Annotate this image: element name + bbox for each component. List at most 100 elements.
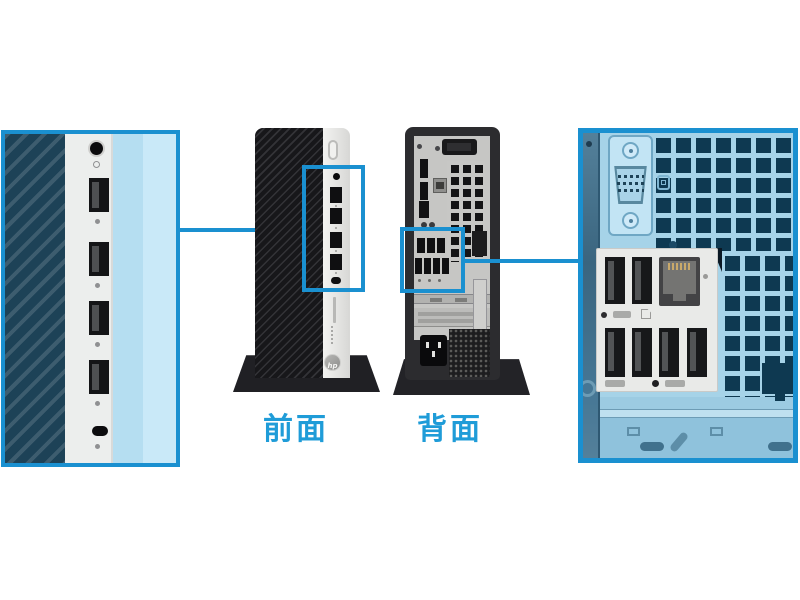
slot-vent (418, 319, 486, 323)
usb-icon (95, 342, 100, 347)
rear-usb-a-port-2 (632, 257, 652, 304)
rear-usb-a-port-5 (659, 328, 679, 377)
slot-vent (430, 298, 442, 302)
headset-jack-port (90, 142, 103, 155)
front-callout-leader-line (180, 228, 302, 232)
ethernet-contacts (668, 263, 691, 270)
rear-usb-small-1 (417, 238, 425, 253)
rear-usb-small-7 (442, 258, 449, 274)
rear-vga-mini-socket (436, 182, 444, 189)
rear-serial-knockout (419, 201, 429, 218)
expansion-slot-cover-1 (414, 294, 490, 304)
vga-pins-row (618, 175, 644, 178)
rear-usb-a-port-1 (605, 257, 625, 304)
network-icon (703, 274, 708, 279)
vga-screw-post (622, 212, 639, 229)
rear-usb-a-port-3 (605, 328, 625, 377)
rear-usb-small-6 (433, 258, 440, 274)
tower-front-usb-1 (330, 187, 342, 203)
rear-usb-a-port-6 (687, 328, 707, 377)
front-usb-a-port-1 (89, 178, 109, 212)
screw-icon (652, 380, 659, 387)
usb-icon (335, 205, 337, 207)
usb-icon (335, 227, 337, 229)
front-bezel-texture (5, 134, 65, 463)
rear-knockout-plate (472, 231, 487, 256)
rear-usb-small-5 (424, 258, 431, 274)
usb-icon (428, 279, 431, 282)
usb3-icon (605, 380, 625, 387)
expansion-bracket (473, 279, 487, 335)
rear-displayport-2 (420, 182, 428, 200)
vga-pins-row (618, 189, 644, 192)
power-inlet-c14 (420, 335, 447, 366)
rear-vent-grid-zoom-top (651, 133, 793, 251)
rear-io-plate-zoom (596, 248, 718, 392)
chassis-bottom-face (597, 418, 793, 458)
rear-displayport-1 (420, 159, 428, 178)
front-ports-highlight-box (302, 165, 365, 292)
power-button (328, 140, 338, 160)
usb-icon (95, 401, 100, 406)
chassis-latch-grip (447, 143, 471, 151)
headset-jack-icon (93, 161, 100, 168)
screw-icon (669, 241, 677, 249)
rear-ports-callout (578, 128, 798, 463)
chassis-tab-nub (775, 394, 785, 401)
power-pin (432, 351, 435, 357)
screw-icon (417, 144, 422, 149)
monitor-icon-inner (661, 180, 666, 185)
rear-view-label: 背面 (417, 412, 483, 447)
usb-icon (438, 279, 441, 282)
usb3-icon (665, 380, 685, 387)
callout-highlight-strip (143, 134, 176, 463)
rear-audio-jack-2 (429, 222, 435, 228)
rear-ports-highlight-box (400, 227, 465, 293)
vga-screw-post (622, 142, 639, 159)
usb-icon (335, 272, 337, 274)
front-usb-a-port-4 (89, 360, 109, 394)
tower-front-usb-c (331, 277, 341, 284)
vga-pins-row (617, 182, 645, 185)
usb-icon (95, 283, 100, 288)
slot-vent (455, 298, 467, 302)
tower-front-usb-3 (330, 232, 342, 248)
chassis-vent-hole (627, 427, 640, 436)
rear-vga-mini (433, 178, 447, 193)
power-pin (438, 342, 441, 348)
chassis-slot-hole (768, 442, 792, 451)
screw-icon (435, 146, 440, 151)
front-usb-a-port-3 (89, 301, 109, 335)
displayport-icon (641, 309, 651, 319)
chassis-ledge (597, 409, 793, 418)
usb-icon (95, 219, 100, 224)
chassis-tab (762, 363, 793, 394)
chassis-vent-hole (710, 427, 723, 436)
tower-front-usb-4 (330, 254, 342, 270)
monitor-icon (657, 175, 670, 190)
screw-icon (629, 219, 633, 223)
front-usb-c-port (92, 426, 108, 436)
usb-icon (613, 311, 631, 318)
chassis-slot-hole (640, 442, 664, 451)
psu-vent (449, 329, 490, 377)
expansion-slot-cover-2 (414, 308, 490, 327)
power-pin (426, 342, 429, 348)
rear-callout-leader-line (464, 259, 578, 263)
rear-audio-jack-1 (421, 222, 427, 228)
usb-c-icon (95, 444, 100, 449)
rear-chassis-bottom (597, 397, 793, 458)
rear-usb-small-4 (415, 258, 422, 274)
rear-vent-grid (447, 161, 485, 262)
screw-icon (586, 141, 592, 147)
thumbscrew (583, 380, 596, 397)
front-ports-callout (1, 130, 180, 467)
usb-icon (418, 279, 421, 282)
prodesk-branding (331, 326, 333, 344)
front-usb-a-port-2 (89, 242, 109, 276)
rear-ethernet-port (659, 257, 700, 306)
rear-usb-small-2 (427, 238, 435, 253)
front-tower-side-strip (323, 128, 350, 378)
front-view-label: 前面 (263, 412, 329, 447)
